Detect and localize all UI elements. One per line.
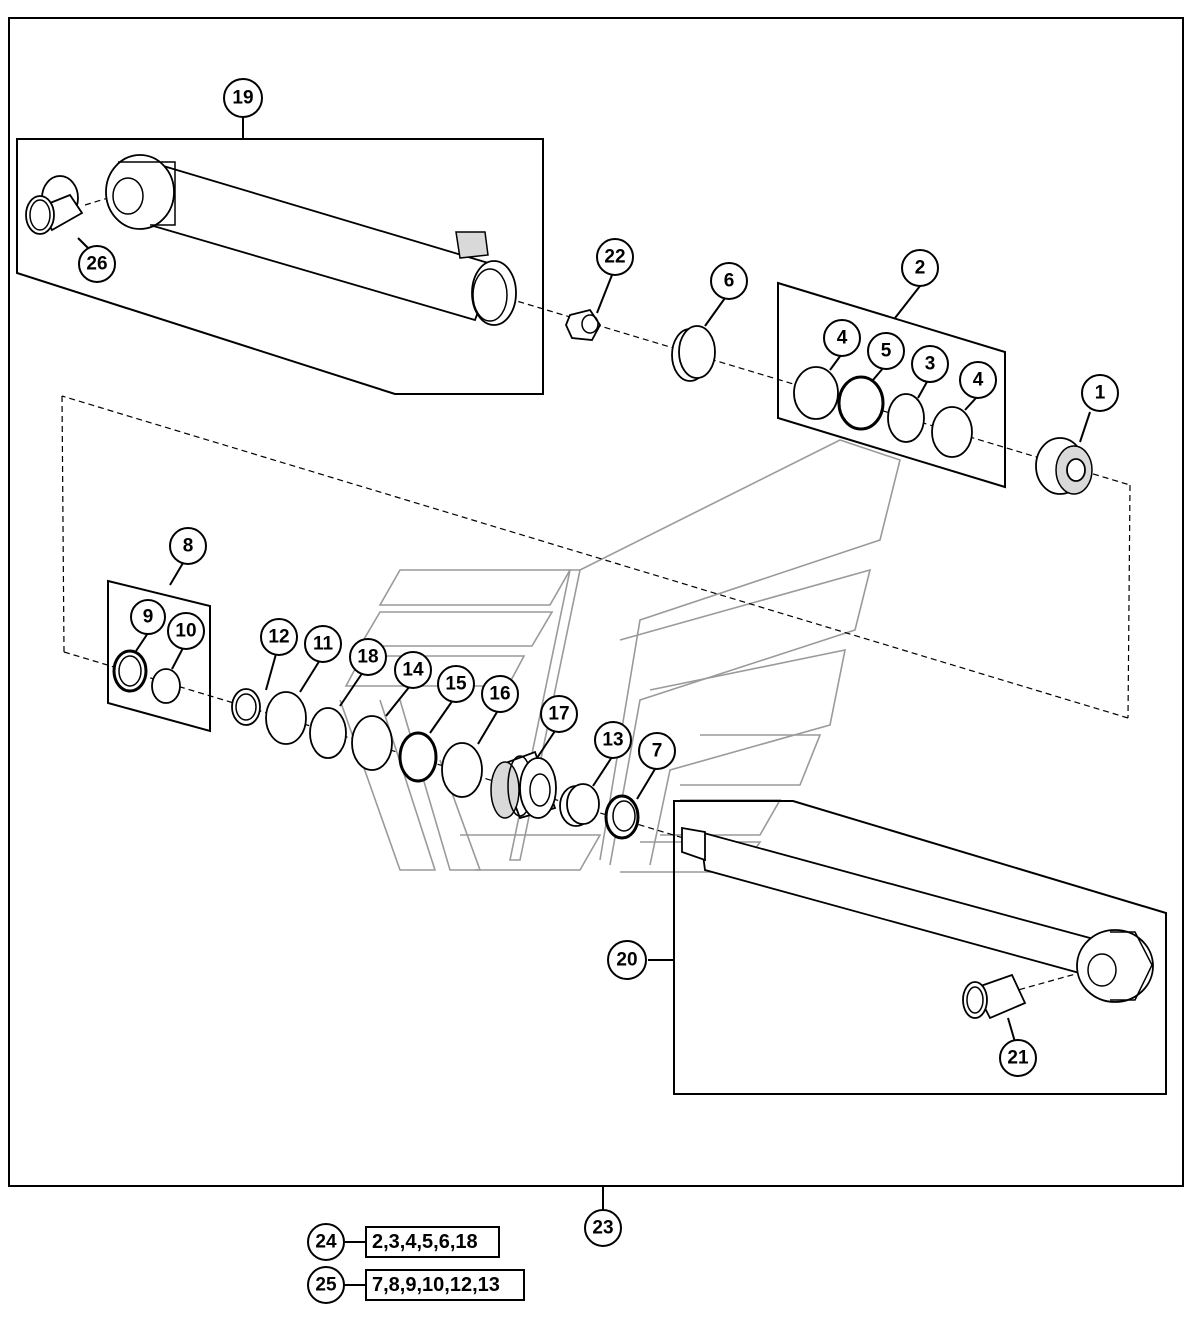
ring-part-6 [671, 297, 726, 382]
svg-text:7: 7 [652, 741, 663, 762]
svg-text:23: 23 [592, 1218, 613, 1239]
svg-text:20: 20 [616, 950, 637, 971]
callout-11: 11 [304, 625, 342, 663]
assembly-lines [61, 194, 1131, 996]
callout-19: 19 [223, 78, 263, 118]
callout-4b: 4 [959, 361, 997, 399]
callout-18: 18 [349, 638, 387, 676]
svg-text:2: 2 [915, 258, 926, 279]
kit-25-parts: 7,8,9,10,12,13 [372, 1274, 500, 1296]
piston-kit-8 [107, 562, 211, 733]
callout-15: 15 [437, 665, 475, 703]
barrel-group-box [16, 138, 544, 395]
callout-17: 17 [540, 695, 578, 733]
callout-6: 6 [710, 262, 748, 300]
svg-text:5: 5 [881, 341, 892, 362]
svg-text:4: 4 [973, 370, 984, 391]
callout-8: 8 [169, 527, 207, 565]
kit-legend: 24 2,3,4,5,6,18 25 7,8,9,10,12,13 [307, 1223, 525, 1304]
piston-part-17 [490, 730, 557, 820]
callout-22: 22 [596, 238, 634, 276]
svg-text:14: 14 [402, 660, 424, 681]
svg-text:6: 6 [724, 271, 735, 292]
rod-group-box [673, 800, 1167, 1095]
svg-text:21: 21 [1007, 1048, 1029, 1069]
svg-text:8: 8 [183, 536, 194, 557]
callout-13: 13 [594, 721, 632, 759]
kit-24-parts: 2,3,4,5,6,18 [372, 1231, 478, 1253]
callout-7: 7 [638, 732, 676, 770]
svg-text:12: 12 [268, 627, 289, 648]
svg-text:9: 9 [143, 607, 154, 628]
callout-9: 9 [130, 599, 166, 635]
kit-8-box [107, 579, 211, 733]
svg-text:10: 10 [175, 621, 196, 642]
wear-ring-13 [559, 756, 613, 827]
callout-14: 14 [394, 651, 432, 689]
kit-2-box [777, 281, 1006, 489]
kit-24-number: 24 [315, 1232, 337, 1253]
svg-text:16: 16 [489, 684, 510, 705]
callout-4a: 4 [823, 319, 861, 357]
seal-kit-2 [777, 281, 1006, 489]
rod-assembly [648, 800, 1167, 1095]
seal-part-7 [604, 768, 656, 840]
gland-part-1 [1035, 411, 1093, 495]
callout-16: 16 [481, 675, 519, 713]
svg-text:26: 26 [86, 254, 107, 275]
callout-2: 2 [901, 249, 939, 287]
callout-1: 1 [1081, 374, 1119, 412]
kit-24-row: 24 2,3,4,5,6,18 [307, 1223, 500, 1261]
callout-21: 21 [999, 1039, 1037, 1077]
svg-text:1: 1 [1095, 383, 1106, 404]
svg-text:22: 22 [604, 247, 625, 268]
svg-text:15: 15 [445, 674, 467, 695]
kit-25-row: 25 7,8,9,10,12,13 [307, 1266, 525, 1304]
callout-3: 3 [911, 345, 949, 383]
svg-text:18: 18 [357, 647, 378, 668]
svg-text:4: 4 [837, 328, 848, 349]
callout-labels: 19 26 22 6 2 4 5 3 4 1 8 9 10 12 11 18 1… [78, 78, 1119, 1247]
nut-part-22 [565, 274, 613, 341]
kit-25-number: 25 [315, 1275, 337, 1296]
svg-text:17: 17 [548, 704, 569, 725]
callout-12: 12 [260, 618, 298, 656]
callout-5: 5 [867, 332, 905, 370]
svg-text:13: 13 [602, 730, 623, 751]
callout-10: 10 [167, 612, 205, 650]
svg-text:3: 3 [925, 354, 936, 375]
callout-23: 23 [584, 1209, 622, 1247]
svg-text:11: 11 [313, 634, 334, 655]
outer-frame [8, 17, 1184, 1187]
callout-26: 26 [78, 245, 116, 283]
piston-seal-set [231, 653, 498, 798]
svg-text:19: 19 [232, 88, 253, 109]
callout-20: 20 [607, 940, 647, 980]
barrel-assembly [16, 117, 544, 395]
